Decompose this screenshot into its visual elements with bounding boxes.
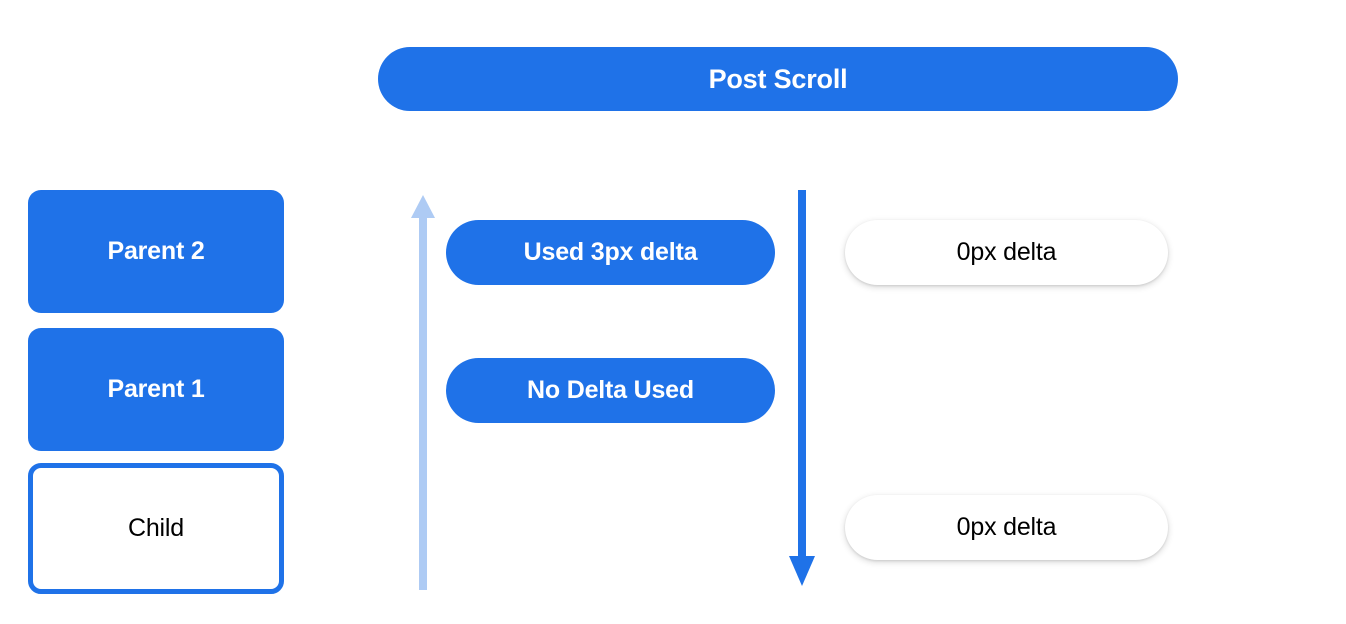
post-scroll-header-label: Post Scroll — [708, 63, 848, 94]
scroll-up-arrow-icon — [411, 195, 435, 590]
post-scroll-header-pill: Post Scroll — [378, 47, 1178, 111]
scroll-down-arrow-icon — [789, 190, 815, 586]
pill-zero-delta-top-label: 0px delta — [956, 238, 1057, 266]
pill-zero-delta-bottom: 0px delta — [845, 495, 1168, 560]
box-parent-2: Parent 2 — [28, 190, 284, 313]
box-child-label: Child — [128, 514, 184, 542]
pill-zero-delta-top: 0px delta — [845, 220, 1168, 285]
box-child: Child — [28, 463, 284, 594]
pill-no-delta-used-label: No Delta Used — [527, 376, 694, 404]
box-parent-1: Parent 1 — [28, 328, 284, 451]
box-parent-2-label: Parent 2 — [107, 237, 205, 265]
pill-zero-delta-bottom-label: 0px delta — [956, 513, 1057, 541]
pill-no-delta-used: No Delta Used — [446, 358, 775, 423]
box-parent-1-label: Parent 1 — [107, 375, 205, 403]
pill-used-3px-delta-label: Used 3px delta — [523, 238, 698, 266]
pill-used-3px-delta: Used 3px delta — [446, 220, 775, 285]
